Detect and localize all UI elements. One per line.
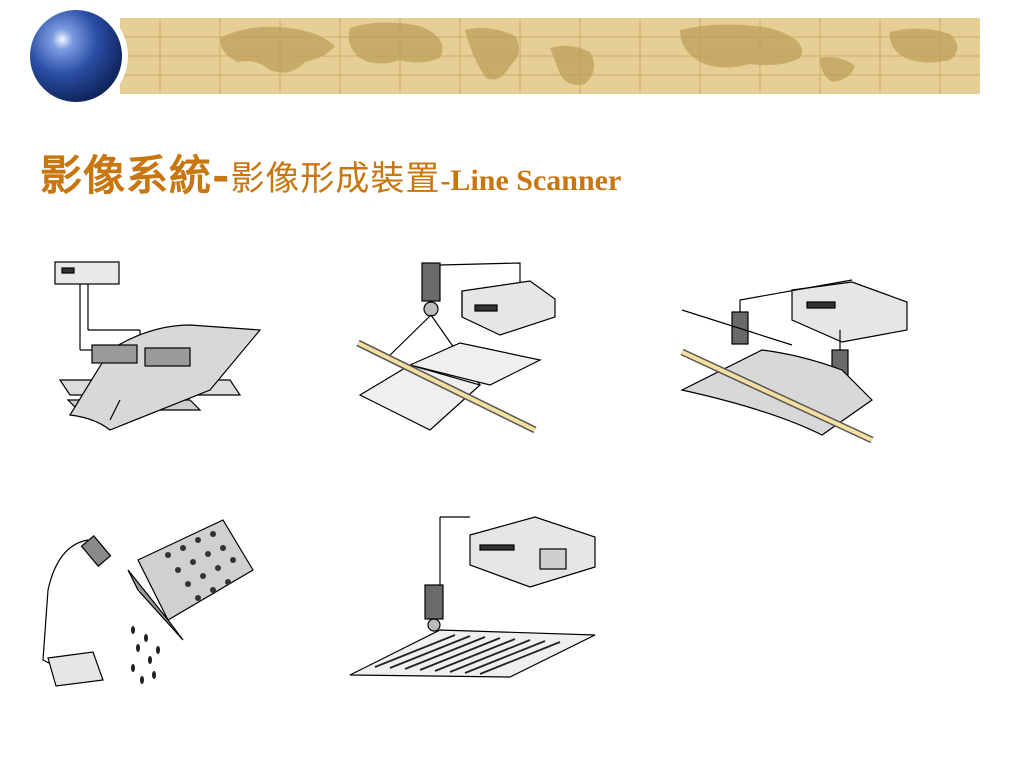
illustration-striped-sheet [349,516,596,678]
title-part-device: 影像形成裝置 [230,159,441,199]
illustration-two-camera-sheet [680,279,908,444]
title-part-system: 影像系統- [40,151,231,200]
illustration-rod-scan [356,262,556,434]
slide-title: 影像系統-影像形成裝置-Line Scanner [40,142,621,203]
illustration-perforated-plate [42,519,254,687]
illustration-line-scan-rail [54,261,262,431]
world-map-graphic [120,18,980,94]
header-map-band [120,18,980,94]
globe-logo [30,10,122,102]
title-part-line-scanner: -Line Scanner [440,164,622,197]
